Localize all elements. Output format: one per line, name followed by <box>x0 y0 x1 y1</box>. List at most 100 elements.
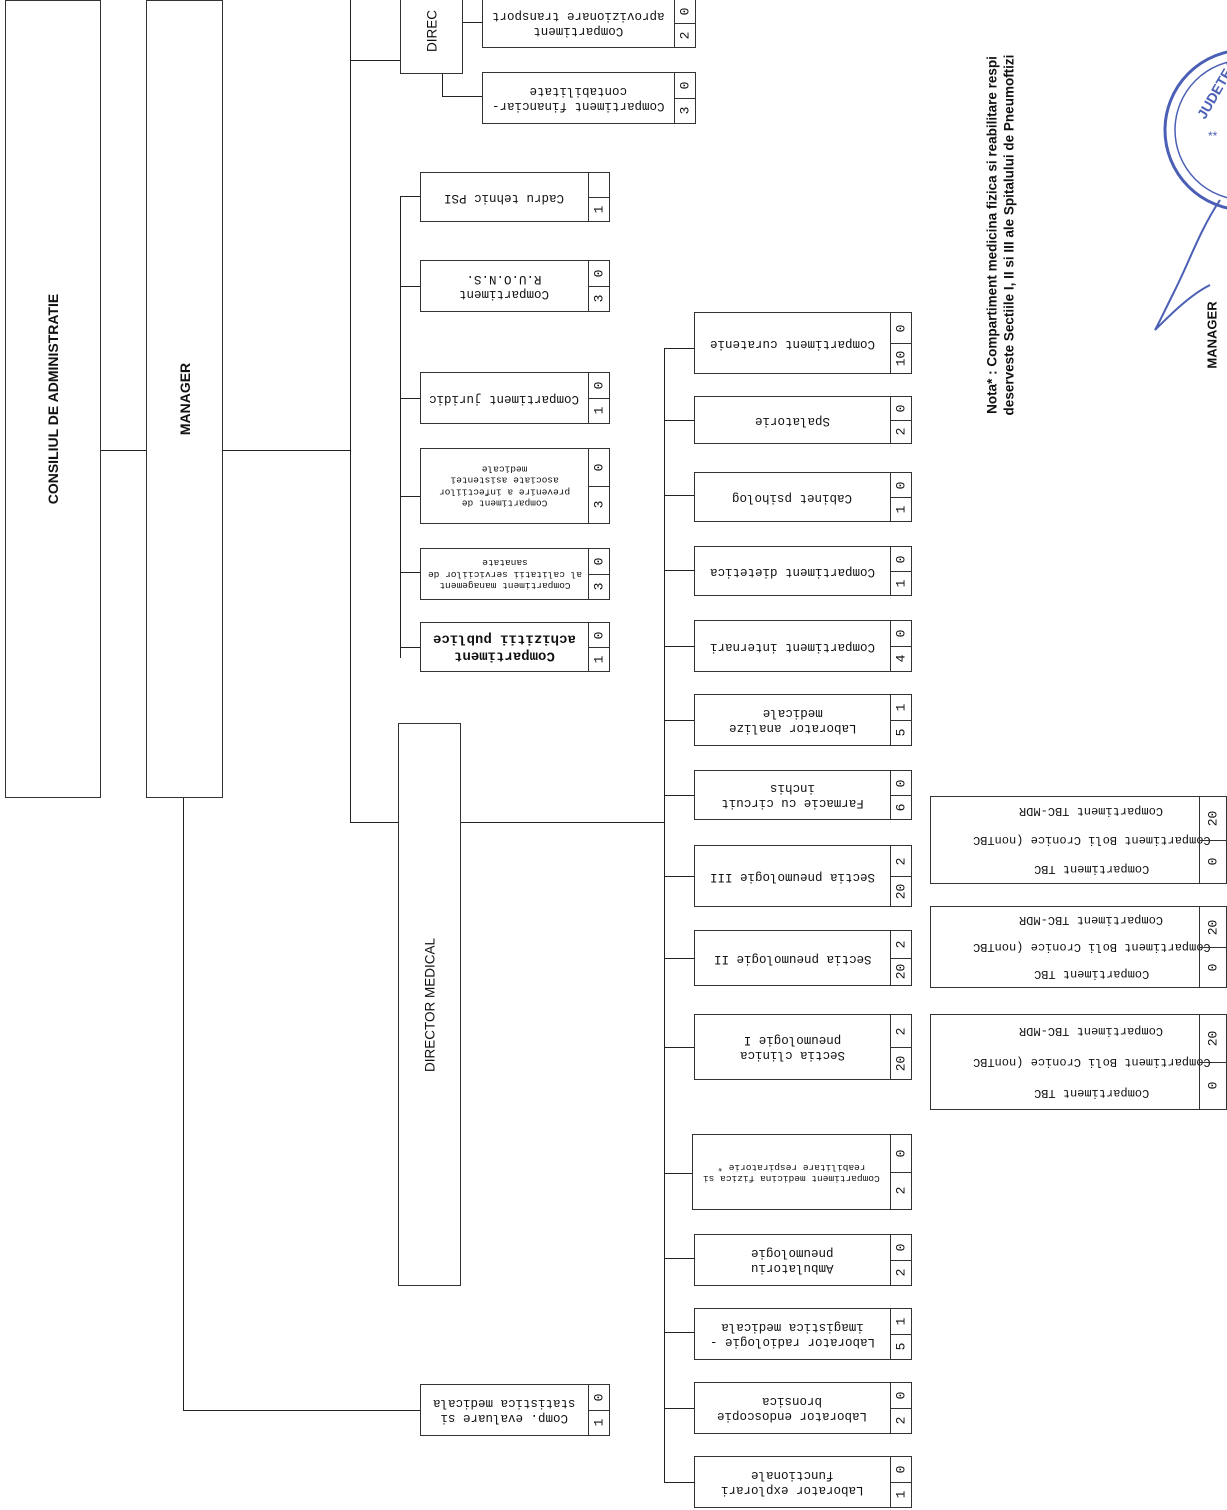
connector-m4 <box>664 570 694 571</box>
unit-radiologie-bottom: 5 <box>893 1342 909 1351</box>
connector-m1 <box>664 348 694 349</box>
unit-pneumologie-ii-label: Sectia pneumologie II <box>713 951 872 966</box>
unit-radiologie-top: 1 <box>893 1317 909 1326</box>
unit-medicina-fizica-bottom: 2 <box>893 1186 909 1195</box>
unit-medicina-fizica-top: 0 <box>893 1149 909 1158</box>
signature-label: MANAGER <box>1200 290 1224 380</box>
unit-achizitii-top: 0 <box>591 631 607 639</box>
connector-manager-units <box>400 196 401 658</box>
unit-pneumologie-ii-bottom: 20 <box>893 963 909 980</box>
connector-eco-aprovizionare <box>462 22 482 23</box>
unit-pneumologie-iii-top: 2 <box>893 857 909 865</box>
footnote-line-1: Nota* : Compartiment medicina fizica si … <box>984 56 1000 414</box>
unit-juridic-bottom: 1 <box>591 406 607 415</box>
connector-eco-down <box>442 74 443 96</box>
manager-box: MANAGER <box>146 0 223 798</box>
connector-medical-spine <box>664 348 665 1482</box>
connector-director-economic <box>350 60 400 61</box>
tbc-group-i-line-3: Compartiment TBC <box>1033 1086 1150 1101</box>
unit-ruons-bottom: 3 <box>591 294 607 303</box>
unit-dietetica-bottom: 1 <box>893 579 909 587</box>
unit-medicina-fizica-label: Compartiment medicina fizica si reabilit… <box>703 1161 880 1184</box>
unit-management-calitate: Compartiment management al calitatii ser… <box>420 548 610 600</box>
unit-prevenire-infectii: Compartiment de prevenire a infectiilor … <box>420 448 610 524</box>
unit-juridic-label: Compartiment juridic <box>429 391 580 406</box>
connector-m9 <box>664 958 694 959</box>
unit-aprovizionare-label: Compartiment aprovizionare transport <box>492 9 665 38</box>
unit-internari-bottom: 4 <box>893 654 909 663</box>
tbc-group-iii: Compartiment TBC-MDR Compartiment Boli C… <box>930 796 1227 884</box>
connector-m15 <box>664 1482 694 1483</box>
tbc-group-i-top: 20 <box>1205 1030 1221 1047</box>
unit-financiar-bottom: 3 <box>677 106 693 115</box>
connector-m5 <box>664 646 694 647</box>
connector-m13 <box>664 1332 694 1333</box>
tbc-group-i-bottom: 0 <box>1205 1081 1221 1090</box>
connector-u4 <box>400 496 420 497</box>
unit-statistica-bottom: 1 <box>591 1418 607 1427</box>
director-economic-title: DIREC <box>424 9 439 53</box>
connector-u2 <box>400 286 420 287</box>
tbc-group-ii-top: 20 <box>1205 919 1221 935</box>
unit-pneumologie-ii-top: 2 <box>893 940 909 949</box>
unit-cadru-psi-label: Cadru tehnic PSI <box>444 190 565 205</box>
connector-m14 <box>664 1408 694 1409</box>
unit-ambulatoriu-label: Ambulatoriu pneumologie <box>751 1246 834 1275</box>
unit-pneumologie-iii-label: Sectia pneumologie III <box>709 869 876 884</box>
connector-statistica <box>183 1410 421 1411</box>
unit-radiologie-label: Laborator radiologie - imagistica medica… <box>709 1320 876 1349</box>
connector-u5 <box>400 572 420 573</box>
official-stamp-icon: JUDETEAN ** <box>1163 48 1227 210</box>
unit-laborator-analize-label: Laborator analize medicale <box>728 706 857 735</box>
unit-curatenie-bottom: 10 <box>893 350 909 366</box>
signature-icon <box>1154 199 1221 331</box>
unit-pneumologie-iii-bottom: 20 <box>893 883 909 899</box>
unit-dietetica-label: Compartiment dietetica <box>709 564 876 579</box>
footnote: Nota* : Compartiment medicina fizica si … <box>975 0 1025 470</box>
unit-aprovizionare-bottom: 2 <box>677 31 693 39</box>
connector-trunk-vertical <box>350 0 351 822</box>
unit-farmacie-bottom: 6 <box>893 803 909 811</box>
connector-m12 <box>664 1258 694 1259</box>
unit-pneumologie-ii: Sectia pneumologie II 2 20 <box>694 930 912 986</box>
unit-curatenie-top: 0 <box>893 324 909 332</box>
unit-spalatorie-top: 0 <box>893 404 909 413</box>
unit-achizitii-bottom: 1 <box>591 655 607 663</box>
unit-prevenire-infectii-label: Compartiment de prevenire a infectiilor … <box>438 463 571 509</box>
unit-financiar-label: Compartiment financiar- contabilitate <box>492 84 665 113</box>
tbc-group-ii: Compartiment TBC-MDR Compartiment Boli C… <box>930 906 1227 988</box>
tbc-group-i-line-1: Compartiment TBC-MDR <box>1019 1023 1164 1038</box>
unit-psiholog-label: Cabinet psiholog <box>732 490 853 505</box>
svg-text:**: ** <box>1208 129 1218 143</box>
manager-title: MANAGER <box>176 362 193 436</box>
tbc-group-iii-bottom: 0 <box>1205 857 1221 866</box>
tbc-group-ii-line-2: Compartiment Boli Cronice (nonTBC <box>972 939 1211 954</box>
unit-explorari-label: Laborator explorari functionale <box>721 1468 864 1497</box>
connector-manager-statistica <box>183 798 184 1410</box>
connector-m8 <box>664 876 694 877</box>
connector-m11 <box>664 1173 694 1174</box>
unit-ruons-label: Compartiment R.U.O.N.S. <box>459 272 550 301</box>
unit-laborator-analize-bottom: 5 <box>893 728 909 737</box>
unit-management-calitate-top: 0 <box>591 557 607 566</box>
unit-pneumologie-iii: Sectia pneumologie III 2 20 <box>694 845 912 907</box>
footnote-line-2: deserveste Sectiile I, II si III ale Spi… <box>1001 54 1017 416</box>
connector-m10 <box>664 1047 694 1048</box>
unit-medicina-fizica: Compartiment medicina fizica si reabilit… <box>692 1134 912 1210</box>
unit-management-calitate-bottom: 3 <box>591 582 607 591</box>
unit-statistica-top: 0 <box>591 1393 607 1402</box>
unit-management-calitate-label: Compartiment management al calitatii ser… <box>427 557 582 592</box>
unit-prevenire-infectii-top: 0 <box>591 463 607 472</box>
unit-pneumologie-i-label: Sectia clinica pneumologie I <box>739 1033 846 1062</box>
